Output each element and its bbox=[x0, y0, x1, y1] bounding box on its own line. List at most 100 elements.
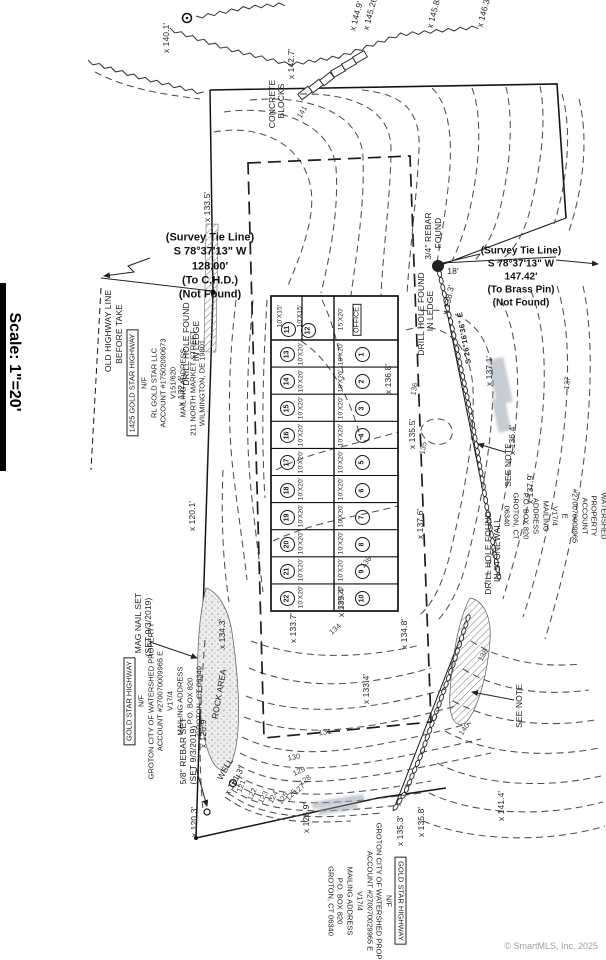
spot-elevation: x 136.8' bbox=[383, 363, 393, 395]
unit-dimension: 10'X20' bbox=[337, 342, 345, 365]
spot-elevation: x 133.7' bbox=[288, 612, 298, 644]
old-highway-line bbox=[90, 287, 102, 471]
tie-leader-right bbox=[555, 259, 599, 267]
parcel-title: 1425 GOLD STAR HIGHWAY bbox=[126, 329, 139, 437]
map-annotation: BEFORE TAKE bbox=[114, 304, 124, 364]
map-annotation: OLD HIGHWAY LINE bbox=[103, 289, 113, 373]
map-annotation: FOUND bbox=[433, 217, 443, 249]
see-note-arrow bbox=[471, 690, 515, 701]
unit-dimension: 10'X20' bbox=[337, 423, 345, 447]
spot-elevation: x 137.6' bbox=[415, 508, 425, 540]
map-annotation: IN STONEWALL bbox=[492, 517, 502, 583]
unit-number-18: 18 bbox=[279, 482, 295, 498]
unit-dimension: 10'X20' bbox=[337, 504, 345, 528]
spot-elevation: x 120.3' bbox=[189, 806, 199, 838]
map-annotation: BLOCKS bbox=[276, 83, 286, 119]
unit-dimension: 10'X20' bbox=[297, 396, 305, 420]
concrete-blocks bbox=[297, 50, 369, 101]
spot-elevation: x 135.8' bbox=[416, 806, 426, 838]
storage-building-grid bbox=[270, 295, 399, 612]
spot-elevation: x 142.7' bbox=[286, 48, 296, 80]
spot-elevation: x 140.1' bbox=[161, 22, 171, 54]
unit-dimension: 10'X20' bbox=[337, 586, 345, 609]
unit-dimension: 10'X20' bbox=[297, 504, 305, 528]
unit-number-8: 8 bbox=[354, 536, 370, 552]
unit-dimension: 10'X20' bbox=[337, 369, 345, 392]
tree-line bbox=[169, 25, 479, 67]
parcel-title: GOLD STAR HIGHWAY bbox=[123, 657, 136, 745]
map-annotation: SEE NOTE bbox=[514, 684, 524, 728]
unit-number-21: 21 bbox=[279, 563, 295, 579]
map-annotation: 18' bbox=[447, 266, 459, 276]
tie-line-left bbox=[100, 277, 213, 292]
spot-elevation: x 137.1' bbox=[484, 355, 494, 387]
unit-dimension: 10'X20' bbox=[297, 477, 305, 501]
unit-number-12: 12 bbox=[300, 322, 316, 338]
stone-wall-chain bbox=[435, 263, 502, 580]
unit-dimension: 10'X20' bbox=[337, 450, 345, 474]
unit-dimension: 10'X20' bbox=[297, 342, 305, 365]
scan-artifact-bar bbox=[0, 283, 6, 471]
unit-number-4: 4 bbox=[354, 428, 370, 444]
unit-number-13: 13 bbox=[279, 347, 295, 363]
unit-number-7: 7 bbox=[354, 509, 370, 525]
rebar-set-arrow bbox=[195, 767, 209, 807]
spot-elevation: x 134.3' bbox=[217, 618, 227, 650]
rock-area-stipple bbox=[197, 588, 239, 771]
scale-label: Scale: 1"=20' bbox=[6, 312, 23, 412]
tree-line bbox=[87, 59, 204, 95]
boundary-south bbox=[195, 787, 447, 839]
office-label: OFFICE bbox=[352, 304, 362, 336]
unit-dimension: 10'X20' bbox=[297, 450, 305, 474]
spot-elevation: x 120.1' bbox=[187, 500, 197, 532]
unit-dimension: 10'X15' bbox=[276, 304, 284, 328]
unit-number-9: 9 bbox=[354, 563, 370, 579]
unit-number-10: 10 bbox=[354, 590, 370, 606]
unit-number-17: 17 bbox=[279, 455, 295, 471]
map-annotation: 3/4" REBAR bbox=[423, 212, 433, 260]
contour-label: 131 bbox=[318, 726, 332, 738]
unit-dimension: 10'X20' bbox=[337, 531, 345, 555]
spot-elevation: x 133.4' bbox=[361, 673, 371, 705]
tie-leader-left bbox=[103, 257, 151, 279]
rebar-found-monument bbox=[432, 260, 444, 272]
tie-pin-leader bbox=[442, 253, 481, 264]
spot-elevation: x 134.8' bbox=[399, 618, 409, 650]
well-symbol bbox=[228, 778, 238, 788]
unit-number-15: 15 bbox=[279, 401, 295, 417]
boundary-top bbox=[209, 83, 567, 219]
unit-number-2: 2 bbox=[354, 374, 370, 390]
mag-nail-arrow bbox=[149, 641, 198, 659]
unit-dimension: 10'X20' bbox=[297, 423, 305, 447]
unit-dimension: 10'X20' bbox=[297, 559, 305, 582]
unit-number-3: 3 bbox=[354, 401, 370, 417]
map-annotation: IN LEDGE bbox=[425, 290, 435, 332]
unit-dimension: 10'X20' bbox=[337, 559, 345, 582]
drill-hole-monument bbox=[210, 289, 216, 295]
unit-number-19: 19 bbox=[279, 509, 295, 525]
unit-dimension: 10'X20' bbox=[297, 586, 305, 609]
unit-dimension: 10'X15' bbox=[296, 304, 304, 328]
copyright-watermark: © SmartMLS, Inc. 2025 bbox=[504, 941, 598, 951]
unit-number-6: 6 bbox=[354, 482, 370, 498]
unit-number-16: 16 bbox=[279, 428, 295, 444]
contour-label: 137 bbox=[561, 376, 573, 390]
tree-line bbox=[195, 2, 286, 19]
spot-elevation: x 135.5' bbox=[407, 418, 417, 450]
tie-line-right bbox=[440, 256, 557, 264]
unit-dimension: 10'X20' bbox=[337, 477, 345, 501]
see-note-arrow bbox=[477, 442, 506, 453]
spot-elevation: x 126.9' bbox=[301, 802, 311, 834]
stone-wall-hatch bbox=[203, 223, 219, 353]
monuments bbox=[181, 12, 444, 840]
unit-number-1: 1 bbox=[354, 347, 370, 363]
spot-elevation: x 141.4' bbox=[496, 790, 506, 822]
unit-dimension: 10'X20' bbox=[297, 531, 305, 555]
